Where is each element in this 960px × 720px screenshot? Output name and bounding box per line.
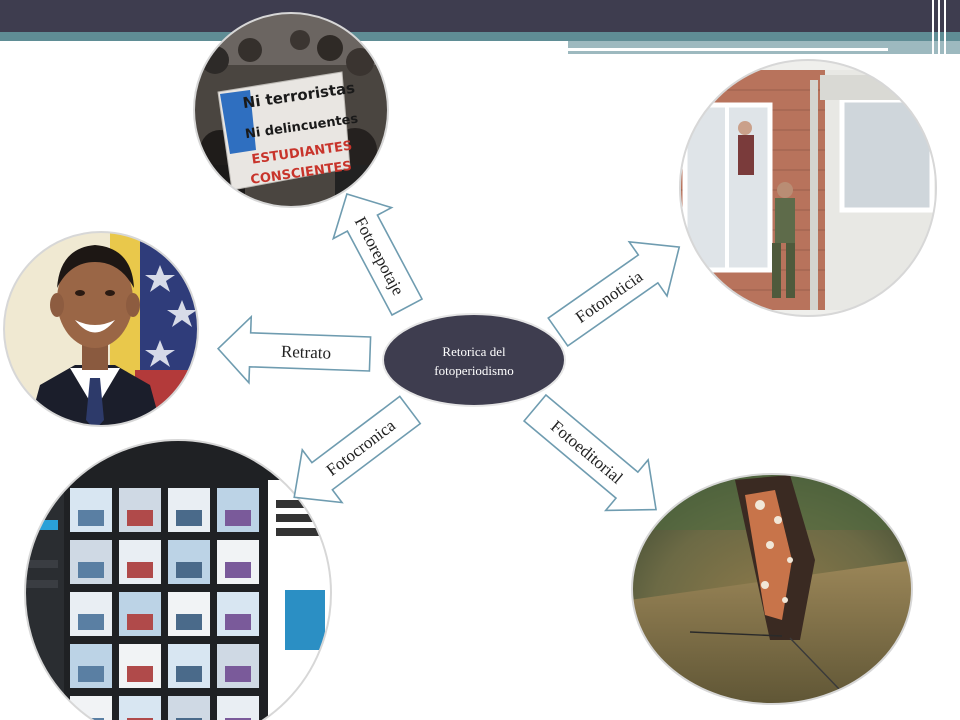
- header-decoration: [0, 0, 960, 62]
- gallery-thumbnail-figure: [127, 510, 153, 526]
- gallery-thumbnail-figure: [225, 510, 251, 526]
- gallery-thumbnail-figure: [225, 614, 251, 630]
- accent-line: [568, 48, 888, 51]
- header-stripes: [932, 0, 934, 62]
- gallery-thumbnail: [119, 696, 161, 720]
- center-label-line-2: fotoperiodismo: [434, 363, 513, 378]
- gallery-thumbnail-figure: [127, 562, 153, 578]
- gallery-thumbnail-figure: [127, 666, 153, 682]
- accent-band-light: [568, 41, 960, 54]
- gallery-thumbnail: [168, 696, 210, 720]
- gallery-thumbnail-figure: [176, 718, 202, 720]
- gallery-thumbnail-figure: [127, 614, 153, 630]
- center-ellipse: [382, 313, 566, 407]
- arrow-fotonoticia: Fotonoticia: [547, 240, 681, 348]
- photo-building-rescue: [679, 59, 937, 317]
- gallery-thumbnail-figure: [78, 666, 104, 682]
- gallery-thumbnail-figure: [78, 614, 104, 630]
- gallery-thumbnail-figure: [127, 718, 153, 720]
- top-bar: [0, 0, 960, 32]
- gallery-thumbnail-figure: [78, 510, 104, 526]
- accent-band: [0, 32, 960, 41]
- gallery-thumbnail-figure: [176, 614, 202, 630]
- arrow-retrato: Retrato: [216, 314, 372, 385]
- gallery-thumbnail-figure: [225, 666, 251, 682]
- arrow-fotorepotaje: Fotorepotaje: [331, 192, 424, 317]
- gallery-thumbnail-figure: [78, 562, 104, 578]
- gallery-thumbnail-figure: [225, 718, 251, 720]
- gallery-thumbnail-figure: [176, 562, 202, 578]
- header-stripes-2: [938, 0, 940, 62]
- label-retrato: Retrato: [281, 342, 332, 363]
- center-label-line-1: Retorica del: [442, 344, 506, 359]
- gallery-thumbnail-figure: [176, 510, 202, 526]
- gallery-thumbnail-figure: [225, 562, 251, 578]
- gallery-thumbnail: [217, 696, 259, 720]
- header-stripes-3: [944, 0, 946, 62]
- arrow-fotoeditorial: Fotoeditorial: [522, 393, 657, 512]
- photo-portrait: [3, 231, 199, 427]
- photo-butterfly: [631, 473, 913, 705]
- center-node: Retorica del fotoperiodismo: [382, 313, 566, 407]
- photo-gallery: [24, 439, 332, 720]
- gallery-thumbnail-figure: [176, 666, 202, 682]
